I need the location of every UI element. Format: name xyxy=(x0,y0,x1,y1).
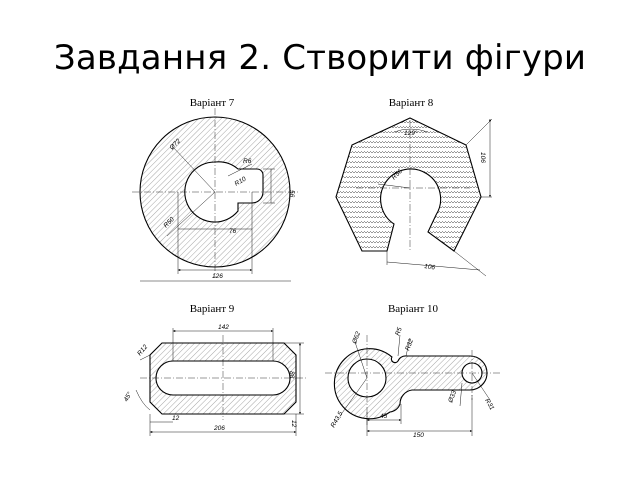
v9-dim-45deg: 45° xyxy=(122,390,134,403)
v8-dim-angle: 129° xyxy=(404,129,418,137)
v10-dim-r31: R31 xyxy=(483,398,495,412)
v9-dim-142: 142 xyxy=(218,324,229,331)
v7-dim-r6: R6 xyxy=(243,158,252,165)
v9-dim-206: 206 xyxy=(213,425,225,432)
v7-ring xyxy=(139,116,291,268)
v8-shape xyxy=(335,117,482,252)
v9-dim-r12: R12 xyxy=(136,343,149,357)
v10-dim-r5: R5 xyxy=(394,326,404,337)
v10-dim-45: 45 xyxy=(380,413,388,420)
v8-dim-106-vertical: 106 xyxy=(479,152,486,163)
variant-9-drawing: 142 R12 88 45° 12 206 12 xyxy=(122,324,306,436)
variant-9-label: Варіант 9 xyxy=(189,303,235,315)
v10-lever xyxy=(333,348,488,420)
variant-7-label: Варіант 7 xyxy=(189,97,235,109)
slide-title: Завдання 2. Створити фігури xyxy=(53,38,587,78)
variant-8-label: Варіант 8 xyxy=(388,97,434,109)
v7-dim-r10: R10 xyxy=(234,176,248,188)
variant-8-drawing: 129° 106 R56 106 xyxy=(335,117,493,277)
v9-dim-88: 88 xyxy=(288,371,295,379)
v10-dim-d33: Ø33 xyxy=(447,389,458,404)
v10-dim-150: 150 xyxy=(413,432,424,439)
variant-10-drawing: Ø62 R5 R32 R43,5 45 150 Ø33 R31 xyxy=(325,326,500,439)
v7-dim-56: 56 xyxy=(288,190,295,198)
variant-10-label: Варіант 10 xyxy=(387,303,439,315)
variant-7-drawing: Ø72 R6 R10 56 R50 76 126 xyxy=(132,108,300,282)
v7-dim-126: 126 xyxy=(212,273,223,280)
v10-dim-d62: Ø62 xyxy=(351,330,362,345)
v9-dim-12-bottom: 12 xyxy=(172,415,180,422)
v9-dim-12-side: 12 xyxy=(290,420,297,428)
v8-dim-106-bottom: 106 xyxy=(424,263,436,271)
v10-dim-r32: R32 xyxy=(404,338,415,352)
v7-dim-76: 76 xyxy=(229,228,237,235)
v10-dim-r43-5: R43,5 xyxy=(330,410,345,429)
